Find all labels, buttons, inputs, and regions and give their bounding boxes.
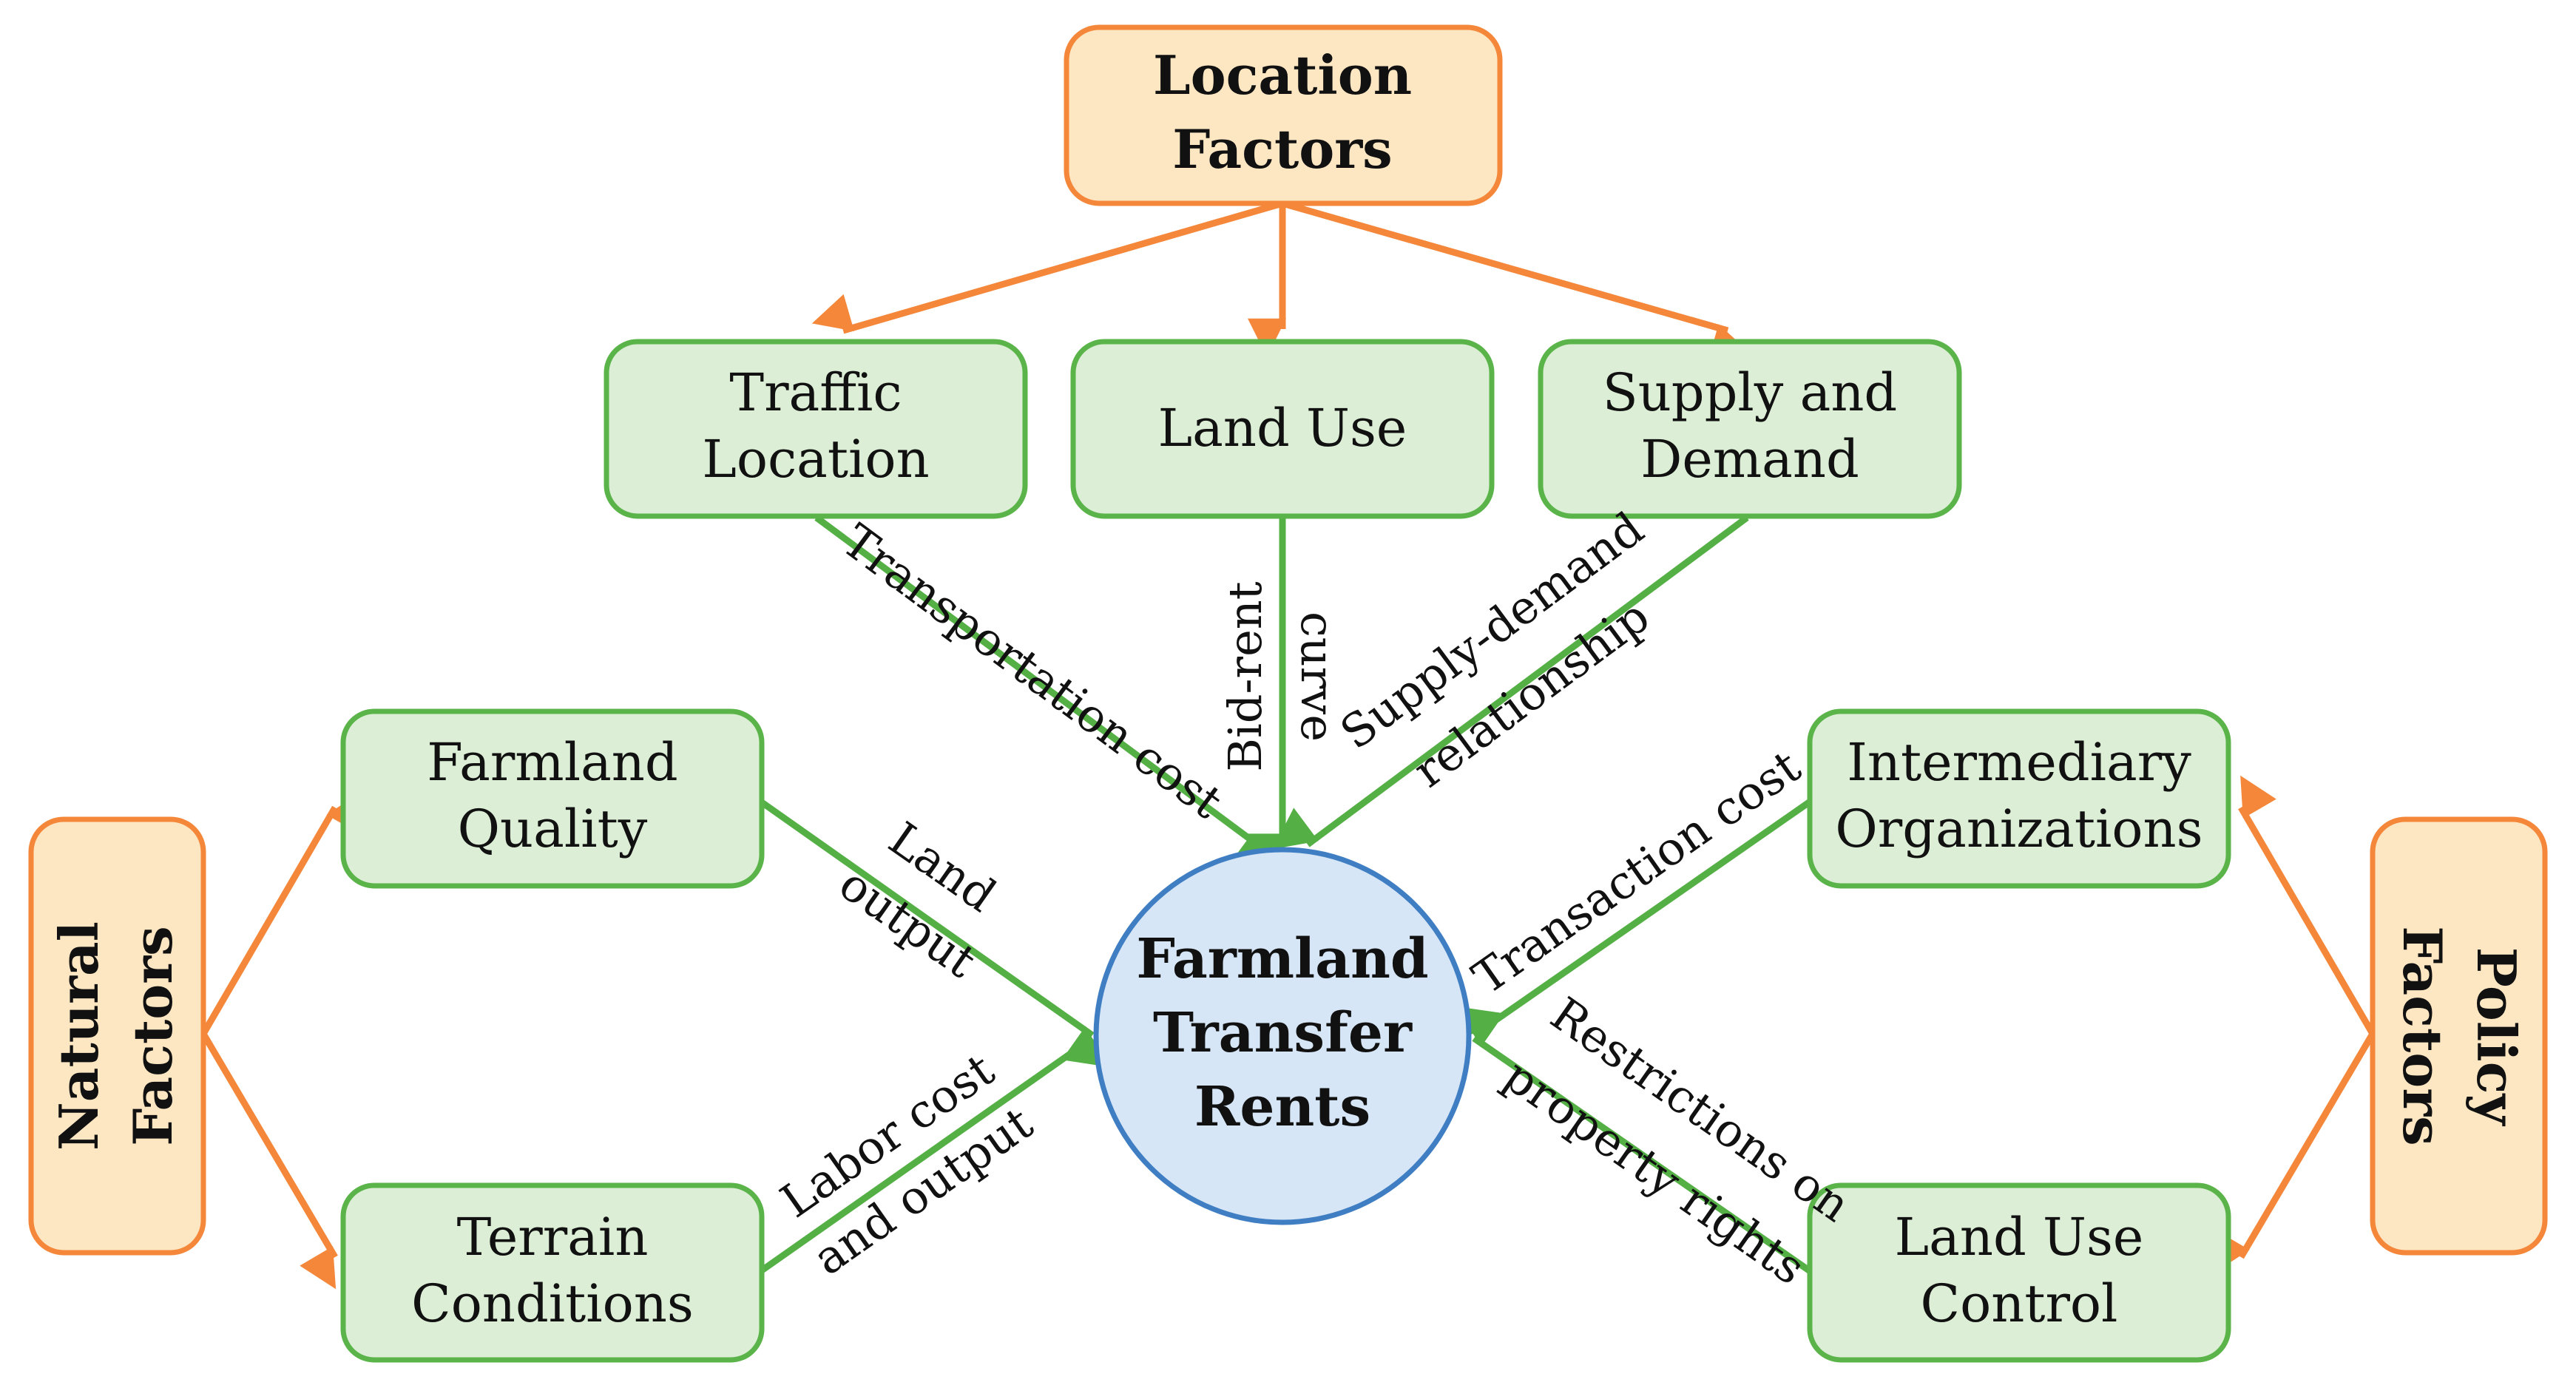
natural-factors-box: Natural Factors (28, 816, 206, 1256)
policy-factors-box: Policy Factors (2370, 816, 2548, 1256)
arrow-location-to-traffic (811, 200, 1284, 334)
arrow-quality-to-center (760, 799, 1108, 1067)
location-factors-box: Location Factors (1064, 24, 1503, 206)
arrow-supply-to-center (1273, 515, 1749, 850)
terrain-conditions-box: Terrain Conditions (340, 1182, 765, 1363)
natural-factors-title-2: Factors (121, 926, 184, 1145)
land-use-label: Land Use (1158, 398, 1407, 458)
intermediary-label-1: Intermediary (1847, 732, 2191, 793)
land-use-control-label-1: Land Use (1895, 1207, 2144, 1267)
supply-demand-label-2: Demand (1640, 429, 1859, 490)
center-label-2: Transfer (1153, 1001, 1413, 1065)
location-arrows (811, 200, 1751, 362)
edge-label-transaction-cost: Transaction cost (1463, 739, 1810, 1005)
supply-demand-box: Supply and Demand (1538, 339, 1962, 519)
arrow-terrain-to-center (760, 1035, 1128, 1273)
farmland-quality-label-2: Quality (458, 799, 648, 859)
arrow-location-to-supply (1281, 200, 1751, 362)
arrow-policy-to-intermediary (2238, 775, 2376, 1036)
natural-arrows (200, 791, 363, 1290)
policy-factors-title-1: Policy (2465, 947, 2528, 1127)
green-arrows (760, 515, 1811, 1273)
land-use-box: Land Use (1070, 339, 1495, 519)
edge-label-bid-rent-1: Bid-rent (1218, 581, 1272, 771)
arrow-policy-to-control (2213, 1032, 2376, 1273)
edge-label-transportation-cost: Transportation cost (832, 513, 1232, 829)
center-label-1: Farmland (1136, 927, 1428, 991)
location-factors-title-1: Location (1153, 44, 1412, 106)
traffic-location-label-2: Location (702, 429, 929, 490)
farmland-quality-box: Farmland Quality (340, 708, 765, 889)
location-factors-title-2: Factors (1172, 118, 1392, 180)
arrow-control-to-center (1458, 1006, 1811, 1273)
intermediary-organizations-box: Intermediary Organizations (1807, 708, 2231, 889)
center-label-3: Rents (1194, 1075, 1370, 1139)
policy-arrows (2213, 775, 2376, 1273)
land-use-control-label-2: Control (1921, 1273, 2118, 1334)
arrow-traffic-to-center (814, 515, 1272, 877)
farmland-transfer-rents-node: Farmland Transfer Rents (1093, 847, 1472, 1225)
terrain-conditions-label-2: Conditions (411, 1273, 694, 1334)
intermediary-label-2: Organizations (1835, 799, 2203, 859)
traffic-location-box: Traffic Location (604, 339, 1028, 519)
traffic-location-label-1: Traffic (729, 362, 902, 423)
land-use-control-box: Land Use Control (1807, 1182, 2231, 1363)
arrow-natural-to-quality (200, 791, 363, 1036)
arrow-intermediary-to-center (1439, 799, 1811, 1039)
arrow-natural-to-terrain (200, 1032, 338, 1290)
farmland-quality-label-1: Farmland (427, 732, 677, 793)
supply-demand-label-1: Supply and (1603, 362, 1897, 423)
policy-factors-title-2: Factors (2391, 926, 2454, 1145)
natural-factors-title-1: Natural (47, 921, 110, 1151)
edge-label-bid-rent-2: curve (1291, 612, 1345, 742)
terrain-conditions-label-1: Terrain (457, 1207, 649, 1267)
